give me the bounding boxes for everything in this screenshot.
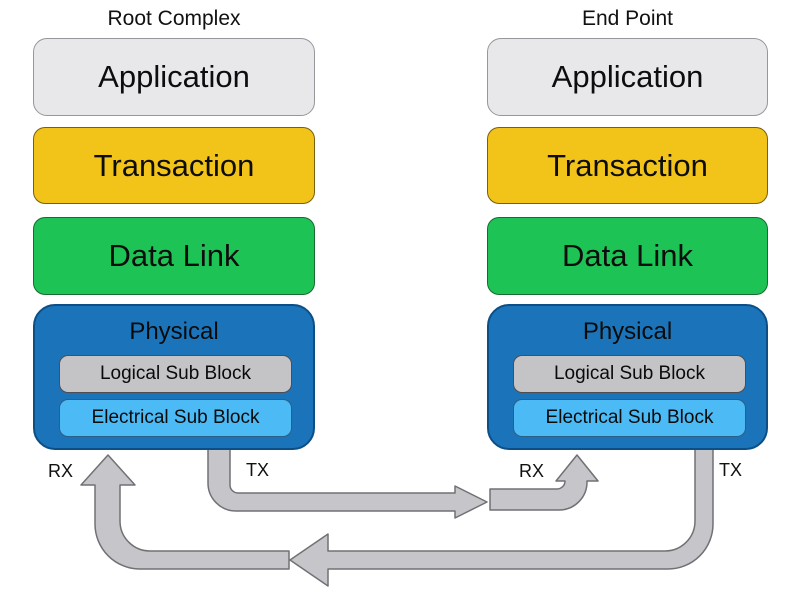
- right-tx-pipe-arrow: [289, 444, 714, 587]
- root-complex-rx-label: RX: [48, 461, 74, 481]
- transaction-label: Transaction: [547, 147, 708, 183]
- root-complex-data-link-layer: Data Link: [33, 217, 315, 295]
- root-complex-transaction-layer: Transaction: [33, 127, 315, 204]
- physical-label: Physical: [582, 318, 673, 345]
- root-complex-physical-layer: Physical Logical Sub Block Electrical Su…: [33, 304, 315, 450]
- root-complex-title: Root Complex: [107, 7, 241, 30]
- end-point-application-layer: Application: [487, 38, 768, 116]
- transaction-label: Transaction: [93, 147, 255, 183]
- end-point-electrical-sub-block: Electrical Sub Block: [513, 399, 746, 437]
- left-rx-pipe-arrow: [80, 454, 290, 570]
- application-label: Application: [551, 59, 704, 94]
- left-tx-pipe-arrow: [207, 444, 488, 519]
- end-point-rx-label: RX: [519, 461, 545, 481]
- end-point-physical-layer: Physical Logical Sub Block Electrical Su…: [487, 304, 768, 450]
- logical-sub-block-label: Logical Sub Block: [99, 363, 252, 384]
- end-point-transaction-layer: Transaction: [487, 127, 768, 204]
- right-rx-pipe-arrow: [489, 454, 599, 511]
- root-complex-tx-label: TX: [246, 460, 270, 480]
- end-point-tx-label: TX: [719, 460, 743, 480]
- end-point-title: End Point: [581, 7, 674, 30]
- data-link-label: Data Link: [108, 238, 240, 273]
- end-point-data-link-layer: Data Link: [487, 217, 768, 295]
- root-complex-logical-sub-block: Logical Sub Block: [59, 355, 292, 393]
- logical-sub-block-label: Logical Sub Block: [553, 363, 706, 384]
- application-label: Application: [98, 59, 250, 94]
- root-complex-application-layer: Application: [33, 38, 315, 116]
- electrical-sub-block-label: Electrical Sub Block: [91, 407, 260, 428]
- physical-label: Physical: [129, 318, 219, 345]
- electrical-sub-block-label: Electrical Sub Block: [545, 407, 714, 428]
- data-link-label: Data Link: [562, 238, 693, 273]
- end-point-logical-sub-block: Logical Sub Block: [513, 355, 746, 393]
- root-complex-electrical-sub-block: Electrical Sub Block: [59, 399, 292, 437]
